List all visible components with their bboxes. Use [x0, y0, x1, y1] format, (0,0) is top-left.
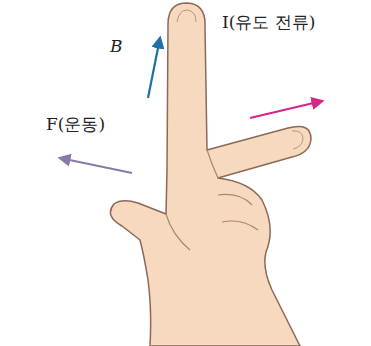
current-arrow: [250, 101, 322, 118]
field-label: B: [110, 36, 123, 56]
force-arrow: [60, 158, 132, 173]
palm-crease: [166, 214, 190, 250]
force-label: F(운동): [46, 114, 105, 134]
field-arrow: [148, 38, 160, 98]
hand-outline: [110, 3, 311, 346]
nail: [292, 131, 303, 149]
knuckle-crease: [222, 221, 258, 230]
knuckle-crease: [218, 194, 252, 205]
nail: [177, 10, 196, 22]
finger-crease: [207, 150, 218, 178]
current-label: I(유도 전류): [222, 12, 315, 32]
